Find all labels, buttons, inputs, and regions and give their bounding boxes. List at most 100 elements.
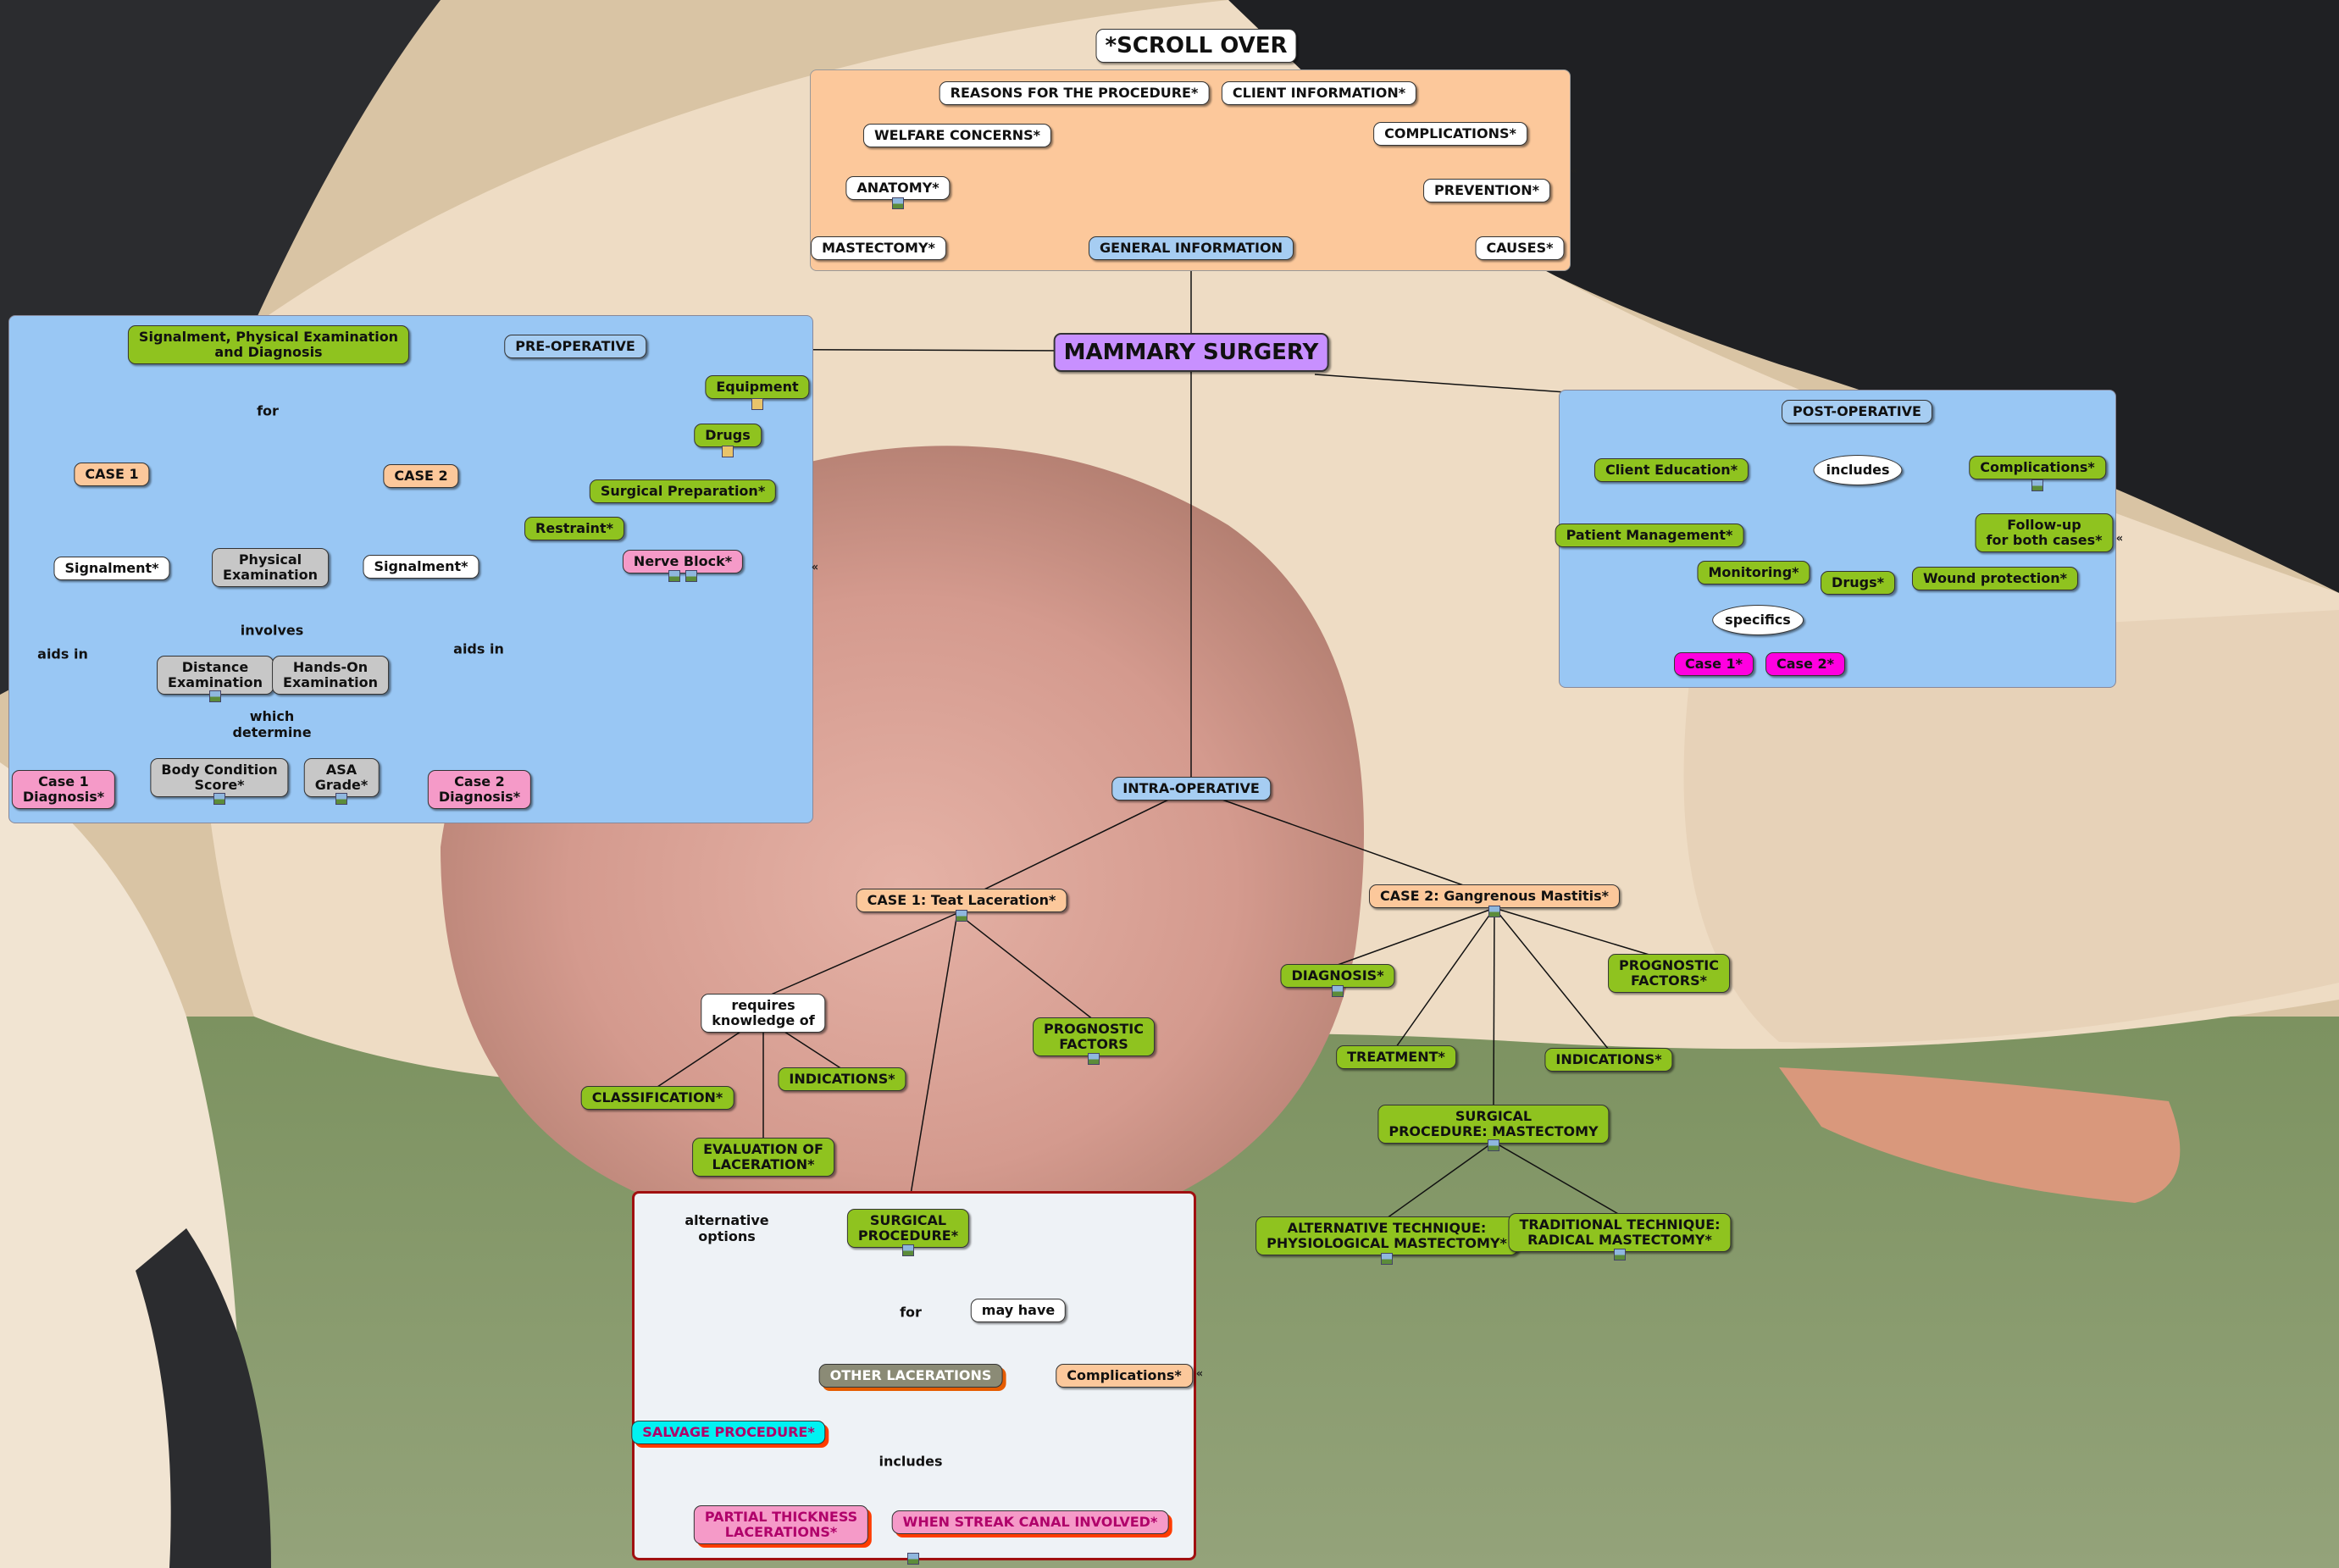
connector-line	[1190, 788, 1495, 897]
node-signalment1[interactable]: Signalment*	[53, 557, 170, 580]
image-resource-icon[interactable]	[892, 197, 904, 209]
node-case2-post[interactable]: Case 2*	[1765, 652, 1845, 676]
node-case1-teat[interactable]: CASE 1: Teat Laceration*	[856, 889, 1067, 912]
link-label-aids-in-right: aids in	[453, 640, 504, 657]
connector-line	[779, 1028, 843, 1070]
image-resource-icon[interactable]	[668, 570, 680, 582]
node-wound-protection[interactable]: Wound protection*	[1911, 567, 2079, 590]
image-resource-icon[interactable]	[907, 1553, 919, 1565]
node-general-information[interactable]: GENERAL INFORMATION	[1089, 236, 1294, 260]
link-label-which-determine: which determine	[232, 708, 312, 740]
image-resource-icon[interactable]	[1332, 985, 1344, 997]
node-nerve-block[interactable]: Nerve Block*	[622, 550, 744, 573]
node-reasons[interactable]: REASONS FOR THE PROCEDURE*	[939, 81, 1210, 105]
node-client-education[interactable]: Client Education*	[1594, 458, 1749, 482]
node-monitoring[interactable]: Monitoring*	[1697, 561, 1810, 585]
node-trad-technique[interactable]: TRADITIONAL TECHNIQUE: RADICAL MASTECTOM…	[1508, 1213, 1732, 1252]
image-resource-icon[interactable]	[213, 793, 225, 805]
node-prognostic2[interactable]: PROGNOSTIC FACTORS*	[1608, 954, 1730, 993]
link-label-involves: involves	[240, 622, 304, 639]
image-resource-icon[interactable]	[209, 690, 221, 702]
image-resource-icon[interactable]	[685, 570, 697, 582]
image-resource-icon[interactable]	[335, 793, 347, 805]
image-resource-icon[interactable]	[1614, 1249, 1626, 1260]
image-resource-icon[interactable]	[1088, 1053, 1100, 1065]
node-for-label: for	[900, 1304, 922, 1321]
connector-line	[956, 912, 1095, 1021]
node-body-condition-score[interactable]: Body Condition Score*	[150, 758, 289, 797]
node-diagnosis2[interactable]: DIAGNOSIS*	[1280, 964, 1395, 988]
node-asa-grade[interactable]: ASA Grade*	[303, 758, 380, 797]
node-welfare[interactable]: WELFARE CONCERNS*	[862, 124, 1052, 147]
node-case2-pre[interactable]: CASE 2	[383, 464, 459, 488]
node-salvage[interactable]: SALVAGE PROCEDURE*	[631, 1421, 826, 1444]
node-alt-technique[interactable]: ALTERNATIVE TECHNIQUE: PHYSIOLOGICAL MAS…	[1255, 1216, 1518, 1255]
connector-line	[657, 1028, 746, 1088]
node-scroll-over[interactable]: *SCROLL OVER	[1095, 29, 1297, 63]
node-case1-pre[interactable]: CASE 1	[74, 463, 150, 486]
node-follow-up[interactable]: Follow-up for both cases*	[1975, 513, 2114, 552]
node-signalment2[interactable]: Signalment*	[363, 555, 479, 579]
node-post-operative[interactable]: POST-OPERATIVE	[1782, 400, 1932, 424]
node-case2-diagnosis[interactable]: Case 2 Diagnosis*	[427, 770, 532, 809]
node-patient-management[interactable]: Patient Management*	[1555, 524, 1744, 547]
document-icon[interactable]	[722, 446, 734, 457]
node-case1-diagnosis[interactable]: Case 1 Diagnosis*	[11, 770, 116, 809]
node-indications2[interactable]: INDICATIONS*	[1544, 1048, 1673, 1072]
node-other-lacerations[interactable]: OTHER LACERATIONS	[818, 1364, 1003, 1388]
collapse-general-icon[interactable]: «	[1570, 164, 1578, 178]
node-pre-operative[interactable]: PRE-OPERATIVE	[504, 335, 646, 358]
collapse-surgical-icon[interactable]: «	[1195, 1367, 1204, 1381]
node-hands-on-examination[interactable]: Hands-On Examination	[272, 656, 389, 695]
node-mastectomy[interactable]: MASTECTOMY*	[811, 236, 946, 260]
image-resource-icon[interactable]	[2031, 479, 2043, 491]
document-icon[interactable]	[751, 398, 763, 410]
connector-line	[907, 912, 958, 1211]
node-case1-post[interactable]: Case 1*	[1674, 652, 1754, 676]
node-restraint[interactable]: Restraint*	[524, 517, 624, 540]
node-surgical-preparation[interactable]: Surgical Preparation*	[589, 479, 777, 503]
collapse-post-operative-icon[interactable]: «	[2115, 532, 2124, 546]
node-drugs-post[interactable]: Drugs*	[1821, 571, 1895, 595]
image-resource-icon[interactable]	[1488, 906, 1500, 917]
node-partial-thickness[interactable]: PARTIAL THICKNESS LACERATIONS*	[693, 1505, 869, 1544]
node-streak-canal[interactable]: WHEN STREAK CANAL INVOLVED*	[891, 1510, 1169, 1534]
node-complications-gi[interactable]: COMPLICATIONS*	[1373, 122, 1527, 146]
node-distance-examination[interactable]: Distance Examination	[157, 656, 274, 695]
node-prevention[interactable]: PREVENTION*	[1423, 179, 1550, 202]
node-treatment2[interactable]: TREATMENT*	[1336, 1045, 1456, 1069]
node-drugs-pre[interactable]: Drugs	[694, 424, 762, 447]
node-mammary-surgery[interactable]: MAMMARY SURGERY	[1053, 333, 1329, 372]
node-specifics[interactable]: specifics	[1712, 605, 1804, 635]
node-complications-sp[interactable]: Complications*	[1056, 1364, 1193, 1388]
node-evaluation[interactable]: EVALUATION OF LACERATION*	[692, 1138, 834, 1177]
node-may-have[interactable]: may have	[970, 1299, 1067, 1322]
collapse-pre-operative-icon[interactable]: «	[811, 561, 819, 574]
node-surgical-procedure1[interactable]: SURGICAL PROCEDURE*	[846, 1209, 970, 1248]
node-equipment[interactable]: Equipment	[705, 375, 810, 399]
image-resource-icon[interactable]	[956, 910, 967, 922]
node-classification[interactable]: CLASSIFICATION*	[580, 1086, 734, 1110]
image-resource-icon[interactable]	[1488, 1139, 1499, 1151]
node-case2-gangrenous[interactable]: CASE 2: Gangrenous Mastitis*	[1368, 884, 1621, 908]
connector-line	[1386, 1141, 1494, 1219]
node-includes-sp: includes	[879, 1453, 943, 1470]
connector-line	[1494, 907, 1610, 1050]
node-includes-post[interactable]: includes	[1813, 455, 1903, 485]
node-complications-post[interactable]: Complications*	[1969, 456, 2106, 479]
image-resource-icon[interactable]	[902, 1244, 914, 1256]
link-label-for: for	[257, 402, 279, 419]
node-surgical-mastectomy[interactable]: SURGICAL PROCEDURE: MASTECTOMY	[1377, 1105, 1610, 1144]
node-intra-operative[interactable]: INTRA-OPERATIVE	[1111, 777, 1271, 801]
image-resource-icon[interactable]	[1381, 1253, 1393, 1265]
connector-line	[1494, 907, 1670, 961]
node-signalment-pe-dx[interactable]: Signalment, Physical Examination and Dia…	[127, 325, 410, 364]
node-indications1[interactable]: INDICATIONS*	[778, 1067, 906, 1091]
node-requires-knowledge[interactable]: requires knowledge of	[701, 994, 826, 1033]
node-alternative-options: alternative options	[685, 1212, 769, 1244]
node-client-information[interactable]: CLIENT INFORMATION*	[1221, 81, 1417, 105]
node-prognostic1[interactable]: PROGNOSTIC FACTORS	[1033, 1017, 1155, 1056]
node-physical-examination[interactable]: Physical Examination	[212, 548, 329, 587]
node-anatomy[interactable]: ANATOMY*	[845, 176, 951, 200]
node-causes[interactable]: CAUSES*	[1475, 236, 1565, 260]
